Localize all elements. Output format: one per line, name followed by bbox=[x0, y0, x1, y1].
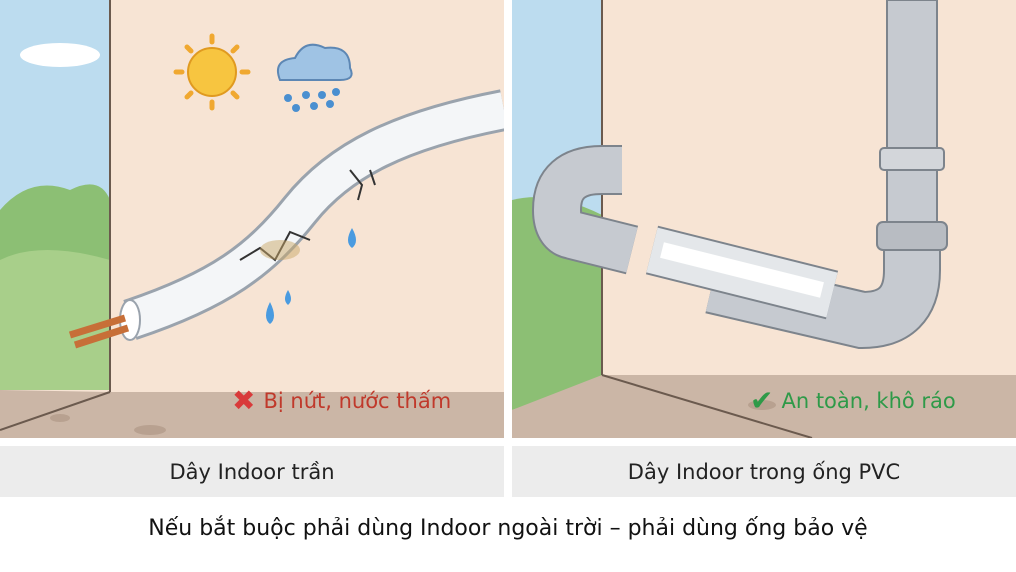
floor bbox=[0, 390, 504, 438]
cross-icon: ✖ bbox=[232, 384, 256, 417]
rain-cloud-icon bbox=[276, 43, 353, 112]
water-drops bbox=[266, 228, 356, 324]
sun-icon bbox=[173, 33, 251, 111]
left-panel-bare-wire: ✖ Bị nứt, nước thấm bbox=[0, 0, 504, 438]
bare-wire-illustration bbox=[0, 0, 504, 438]
pvc-conduit-illustration bbox=[512, 0, 1016, 438]
left-label: Dây Indoor trần bbox=[0, 446, 504, 497]
right-panel-pvc-conduit: ✔ An toàn, khô ráo bbox=[512, 0, 1016, 438]
status-cracked: ✖ Bị nứt, nước thấm bbox=[232, 384, 451, 417]
status-text: Bị nứt, nước thấm bbox=[263, 388, 452, 413]
check-icon: ✔ bbox=[750, 384, 774, 417]
right-label: Dây Indoor trong ống PVC bbox=[512, 446, 1016, 497]
status-safe: ✔ An toàn, khô ráo bbox=[750, 384, 956, 417]
pvc-pipe bbox=[531, 0, 948, 350]
cracked-wire bbox=[68, 89, 504, 349]
status-text: An toàn, khô ráo bbox=[781, 388, 956, 413]
caption: Nếu bắt buộc phải dùng Indoor ngoài trời… bbox=[148, 516, 868, 541]
